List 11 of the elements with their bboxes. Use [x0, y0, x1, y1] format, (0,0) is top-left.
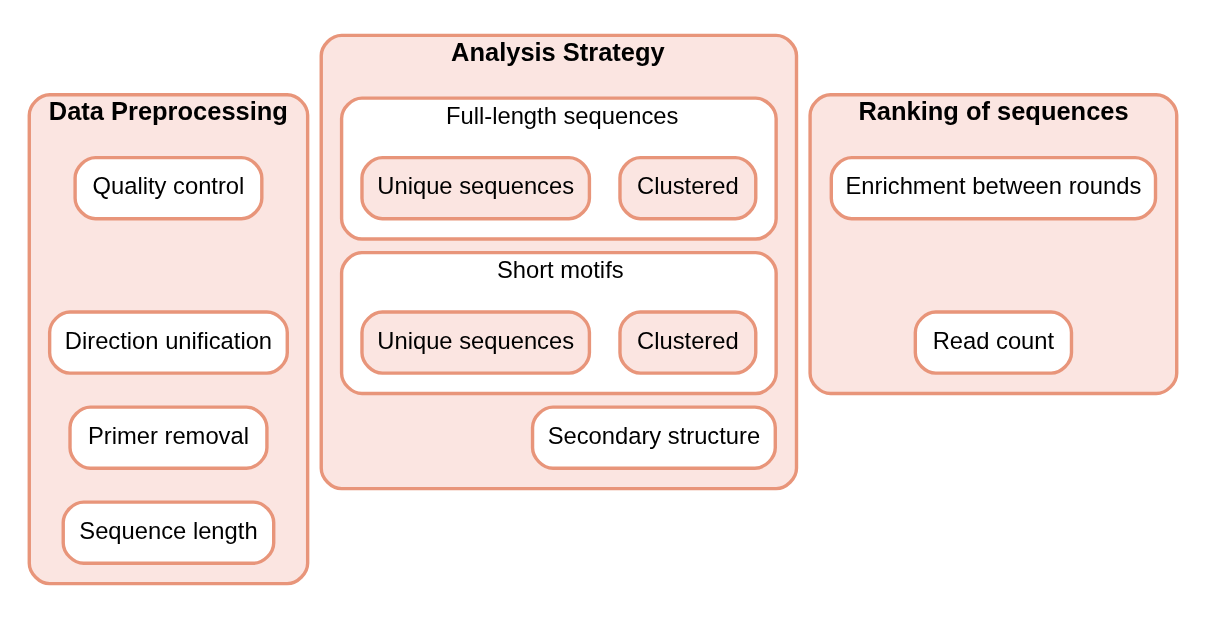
node-box: Clustered [618, 155, 758, 220]
node-box: Enrichment between rounds [829, 155, 1158, 220]
node-box: Primer removal [68, 404, 269, 470]
node-box: Unique sequences [360, 155, 592, 220]
node-box: Secondary structure [530, 404, 777, 470]
node-box: Quality control [73, 155, 264, 220]
node-box: Unique sequences [360, 309, 592, 375]
node-box: Sequence length [61, 499, 276, 565]
node-box: Read count [913, 309, 1074, 375]
node-box: Clustered [618, 309, 758, 375]
node-box: Direction unification [47, 309, 289, 375]
